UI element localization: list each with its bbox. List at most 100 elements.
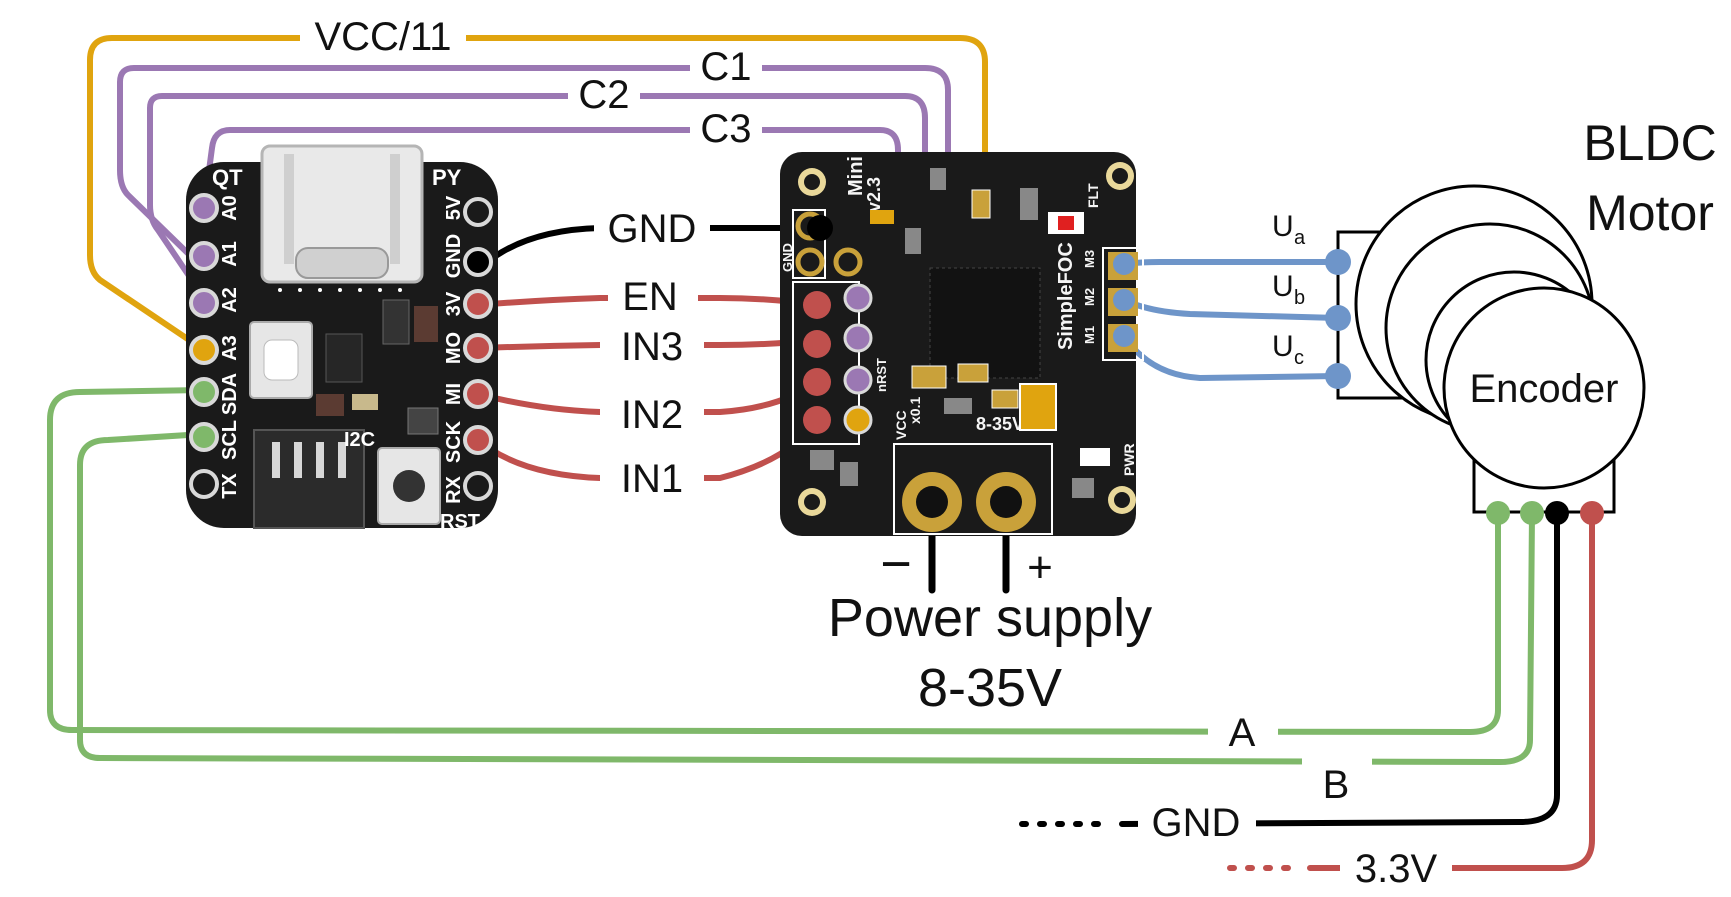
wire-enc-b <box>77 431 1535 765</box>
driver-chip <box>929 267 1041 379</box>
power-voltage-label: 8-35V <box>918 658 1062 718</box>
pin-gnd <box>463 247 493 277</box>
label-enc-b: B <box>1323 763 1350 807</box>
svg-text:U: U <box>1272 210 1294 243</box>
qtpy-left-pins <box>189 193 219 499</box>
pin-en <box>803 291 831 319</box>
label-uc: U c <box>1272 330 1304 369</box>
pin-label-mi: MI <box>443 383 465 405</box>
svg-text:b: b <box>1294 287 1305 309</box>
motor-terminal-ua <box>1325 249 1351 275</box>
driver-model: Mini <box>845 156 867 196</box>
label-in1: IN1 <box>621 457 683 501</box>
wire-ub <box>1121 297 1341 321</box>
label-gnd: GND <box>608 207 697 251</box>
bldc-motor <box>1336 184 1646 514</box>
motor-title-line1: BLDC <box>1583 115 1716 171</box>
driver-gnd-header: GND <box>780 243 795 272</box>
motor-title-line2: Motor <box>1586 185 1714 241</box>
pin-a1 <box>189 241 219 271</box>
label-enc-gnd: GND <box>1152 801 1241 845</box>
pin-c3 <box>843 283 873 313</box>
qtpy-logo-left: QT <box>212 165 243 190</box>
silk-rst: RST <box>440 511 480 533</box>
pin-label-3v: 3V <box>443 291 465 316</box>
pin-label-gnd: GND <box>443 234 465 278</box>
label-en: EN <box>622 275 678 319</box>
pin-c2 <box>843 323 873 353</box>
qtpy-board: QT PY A0 A1 A2 A3 SDA SCL TX 5V GND 3V M… <box>186 144 498 533</box>
encoder-label: Encoder <box>1470 367 1619 411</box>
pin-in1 <box>803 406 831 434</box>
power-minus: − <box>880 534 912 594</box>
encoder-pins <box>1486 501 1604 525</box>
pin-label-mo: MO <box>443 332 465 364</box>
driver-nrst: nRST <box>874 358 889 392</box>
qtpy-logo-right: PY <box>432 165 462 190</box>
pin-label-a0: A0 <box>219 195 241 221</box>
driver-vcc-mark: VCC <box>893 410 909 440</box>
pin-in2 <box>803 368 831 396</box>
encoder-pin-gnd <box>1545 501 1569 525</box>
driver-brand: SimpleFOC <box>1055 242 1077 350</box>
pin-label-sda: SDA <box>219 373 241 415</box>
label-in2: IN2 <box>621 393 683 437</box>
svg-text:U: U <box>1272 270 1294 303</box>
pin-3v <box>463 289 493 319</box>
label-enc-a: A <box>1229 711 1256 755</box>
pin-c1 <box>843 365 873 395</box>
voltage-regulator <box>325 333 363 383</box>
label-enc-3v3: 3.3V <box>1355 847 1438 891</box>
pin-label-scl: SCL <box>219 420 241 460</box>
svg-text:U: U <box>1272 330 1294 363</box>
driver-version: v2.3 <box>864 177 884 212</box>
pin-scl <box>189 422 219 452</box>
driver-flt: FLT <box>1085 183 1101 208</box>
wire-ua <box>1121 259 1341 267</box>
pin-label-5v: 5V <box>443 195 465 220</box>
pin-gnd-header <box>807 215 833 241</box>
motor-labels: BLDC Motor Encoder <box>1470 115 1717 411</box>
pin-label-a3: A3 <box>219 335 241 361</box>
usb-c-connector <box>260 144 424 284</box>
label-c2: C2 <box>578 73 629 117</box>
label-ub: U b <box>1272 270 1305 309</box>
driver-pwr: PWR <box>1121 443 1137 476</box>
simplefoc-board: Mini v2.3 SimpleFOC FLT PWR 8-35V VCC x0… <box>780 152 1144 536</box>
label-c3: C3 <box>700 107 751 151</box>
pin-label-tx: TX <box>219 473 241 499</box>
pin-in3 <box>803 330 831 358</box>
fault-led <box>1058 216 1074 230</box>
motor-terminal-ub <box>1325 305 1351 331</box>
pin-label-a1: A1 <box>219 241 241 267</box>
pin-mi <box>463 379 493 409</box>
wire-uc <box>1121 333 1341 381</box>
pin-a2 <box>189 288 219 318</box>
phase-terminals <box>1325 249 1351 389</box>
qtpy-right-pin-labels: 5V GND 3V MO MI SCK RX <box>443 195 465 504</box>
driver-x01: x0.1 <box>907 397 923 424</box>
power-labels: − + Power supply 8-35V <box>828 534 1152 718</box>
encoder-pin-b <box>1520 501 1544 525</box>
label-c1: C1 <box>700 45 751 89</box>
pad-label-m3: M3 <box>1082 250 1097 268</box>
svg-text:c: c <box>1294 347 1304 369</box>
pin-5v <box>463 197 493 227</box>
driver-header-pins <box>803 215 873 435</box>
pin-rx <box>463 471 493 501</box>
pin-label-rx: RX <box>443 475 465 503</box>
power-supply-label: Power supply <box>828 588 1152 648</box>
qtpy-right-pins <box>463 197 493 501</box>
pin-label-a2: A2 <box>219 287 241 313</box>
pin-a3 <box>189 335 219 365</box>
pin-tx <box>189 469 219 499</box>
label-vcc: VCC/11 <box>314 15 451 59</box>
pin-sda <box>189 377 219 407</box>
driver-voltage: 8-35V <box>976 414 1024 434</box>
qtpy-left-pin-labels: A0 A1 A2 A3 SDA SCL TX <box>219 195 241 499</box>
pin-mo <box>463 333 493 363</box>
pin-vcc <box>843 405 873 435</box>
motor-terminal-uc <box>1325 363 1351 389</box>
encoder-pin-3v3 <box>1580 501 1604 525</box>
